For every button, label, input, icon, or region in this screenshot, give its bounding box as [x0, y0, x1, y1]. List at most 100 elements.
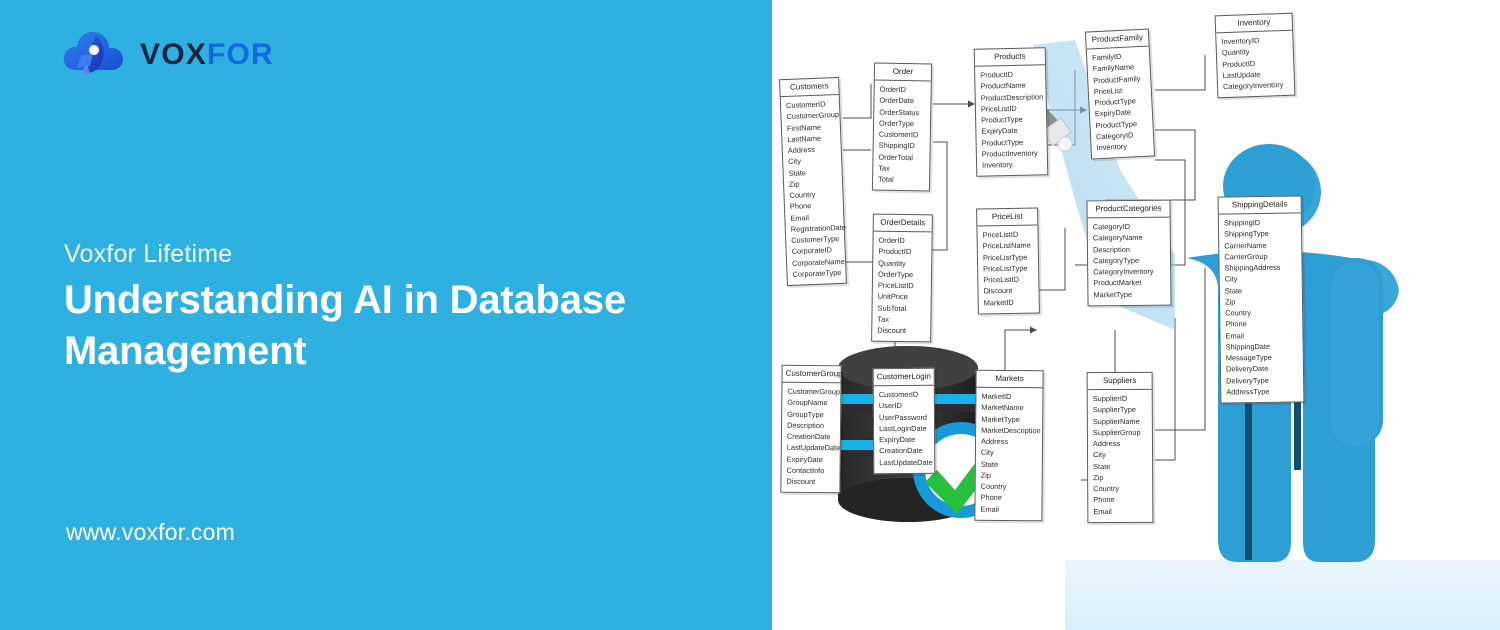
er-field: PriceListID: [877, 280, 914, 291]
er-field: CategoryType: [1093, 255, 1140, 266]
er-field: CustomerGroup: [786, 110, 840, 122]
er-field: UnitPrice: [877, 292, 908, 302]
brand-wordmark: VOXFOR: [140, 40, 274, 70]
er-table-title: CustomerGroup: [782, 365, 843, 384]
er-field: CategoryID: [1092, 222, 1131, 232]
er-field: UserPassword: [878, 412, 928, 422]
er-field: Description: [1092, 244, 1130, 255]
er-field: MarketID: [981, 391, 1012, 402]
er-table-title: PriceList: [977, 208, 1038, 227]
er-field: MarketType: [981, 414, 1020, 424]
voxfor-cloud-rocket-logo-icon: [60, 28, 128, 82]
er-field: PriceListID: [982, 229, 1019, 240]
er-field: OrderDate: [879, 96, 915, 106]
er-field: City: [980, 448, 994, 458]
er-table-title: CustomerLogin: [873, 368, 934, 387]
er-field: Inventory: [982, 160, 1013, 170]
er-field: Address: [1092, 439, 1121, 449]
er-field: SupplierID: [1092, 394, 1128, 404]
er-field: ExpiryDate: [879, 435, 916, 445]
er-field: ProductMarket: [1093, 278, 1142, 288]
er-field: Discount: [786, 476, 816, 487]
er-field: Email: [1093, 506, 1112, 516]
er-field: AddressType: [1226, 386, 1270, 397]
er-field: OrderID: [879, 84, 907, 95]
er-field: OrderType: [878, 118, 915, 129]
er-field: Discount: [983, 286, 1013, 296]
left-panel: VOXFOR Voxfor Lifetime Understanding AI …: [0, 0, 772, 630]
er-field: SupplierType: [1092, 405, 1136, 415]
er-field: CategoryInventory: [1222, 80, 1284, 92]
er-field: Inventory: [1096, 141, 1128, 153]
er-field: LastUpdateDate: [786, 443, 841, 453]
er-field: GroupName: [787, 398, 828, 408]
er-table-title: Products: [974, 48, 1046, 67]
er-table-title: Order: [874, 63, 932, 82]
website-url[interactable]: www.voxfor.com: [66, 519, 235, 545]
er-field: ContactInfo: [786, 465, 825, 476]
brand-name-primary: VOX: [140, 38, 207, 71]
er-field: Discount: [877, 325, 907, 336]
er-table-title: Suppliers: [1087, 372, 1152, 391]
er-field: OrderType: [877, 269, 914, 280]
er-field: ShippingID: [878, 141, 915, 151]
er-field: State: [1093, 461, 1111, 471]
er-field: Total: [878, 174, 894, 185]
er-field: PriceListType: [982, 252, 1028, 263]
er-field: SupplierName: [1092, 416, 1140, 426]
er-field: Tax: [878, 163, 890, 173]
brand-logo[interactable]: VOXFOR: [60, 28, 274, 82]
er-field: GroupType: [787, 409, 824, 419]
er-field: Country: [980, 481, 1007, 492]
er-field: Address: [980, 436, 1009, 447]
er-field: Country: [1093, 484, 1120, 494]
er-field: Tax: [877, 314, 889, 324]
floor-shadow: [1065, 560, 1500, 630]
er-table-title: OrderDetails: [873, 214, 932, 233]
er-field: Zip: [980, 470, 992, 480]
er-field: ExpiryDate: [786, 454, 823, 464]
er-field: OrderStatus: [879, 107, 920, 117]
er-field: ProductDescription: [980, 91, 1044, 103]
er-field: CategoryInventory: [1093, 266, 1154, 277]
er-field: Quantity: [878, 258, 906, 268]
er-field: Description: [786, 420, 825, 431]
er-field: CreationDate: [879, 446, 923, 456]
er-field: UserID: [878, 401, 902, 411]
headline-block: Voxfor Lifetime Understanding AI in Data…: [64, 240, 754, 377]
er-table-title: ShippingDetails: [1218, 196, 1301, 215]
er-field: CustomerGroup: [787, 386, 841, 397]
er-field: MarketDescription: [981, 425, 1041, 436]
er-field: CustomerID: [878, 390, 919, 400]
er-field: ProductInventory: [981, 148, 1038, 159]
er-field: PriceListName: [982, 241, 1031, 251]
er-table-title: Markets: [976, 370, 1043, 389]
er-field: CategoryName: [1092, 233, 1143, 243]
er-field: OrderTotal: [878, 152, 914, 162]
er-field: MarketType: [1093, 289, 1133, 300]
er-field: SupplierGroup: [1092, 427, 1141, 438]
